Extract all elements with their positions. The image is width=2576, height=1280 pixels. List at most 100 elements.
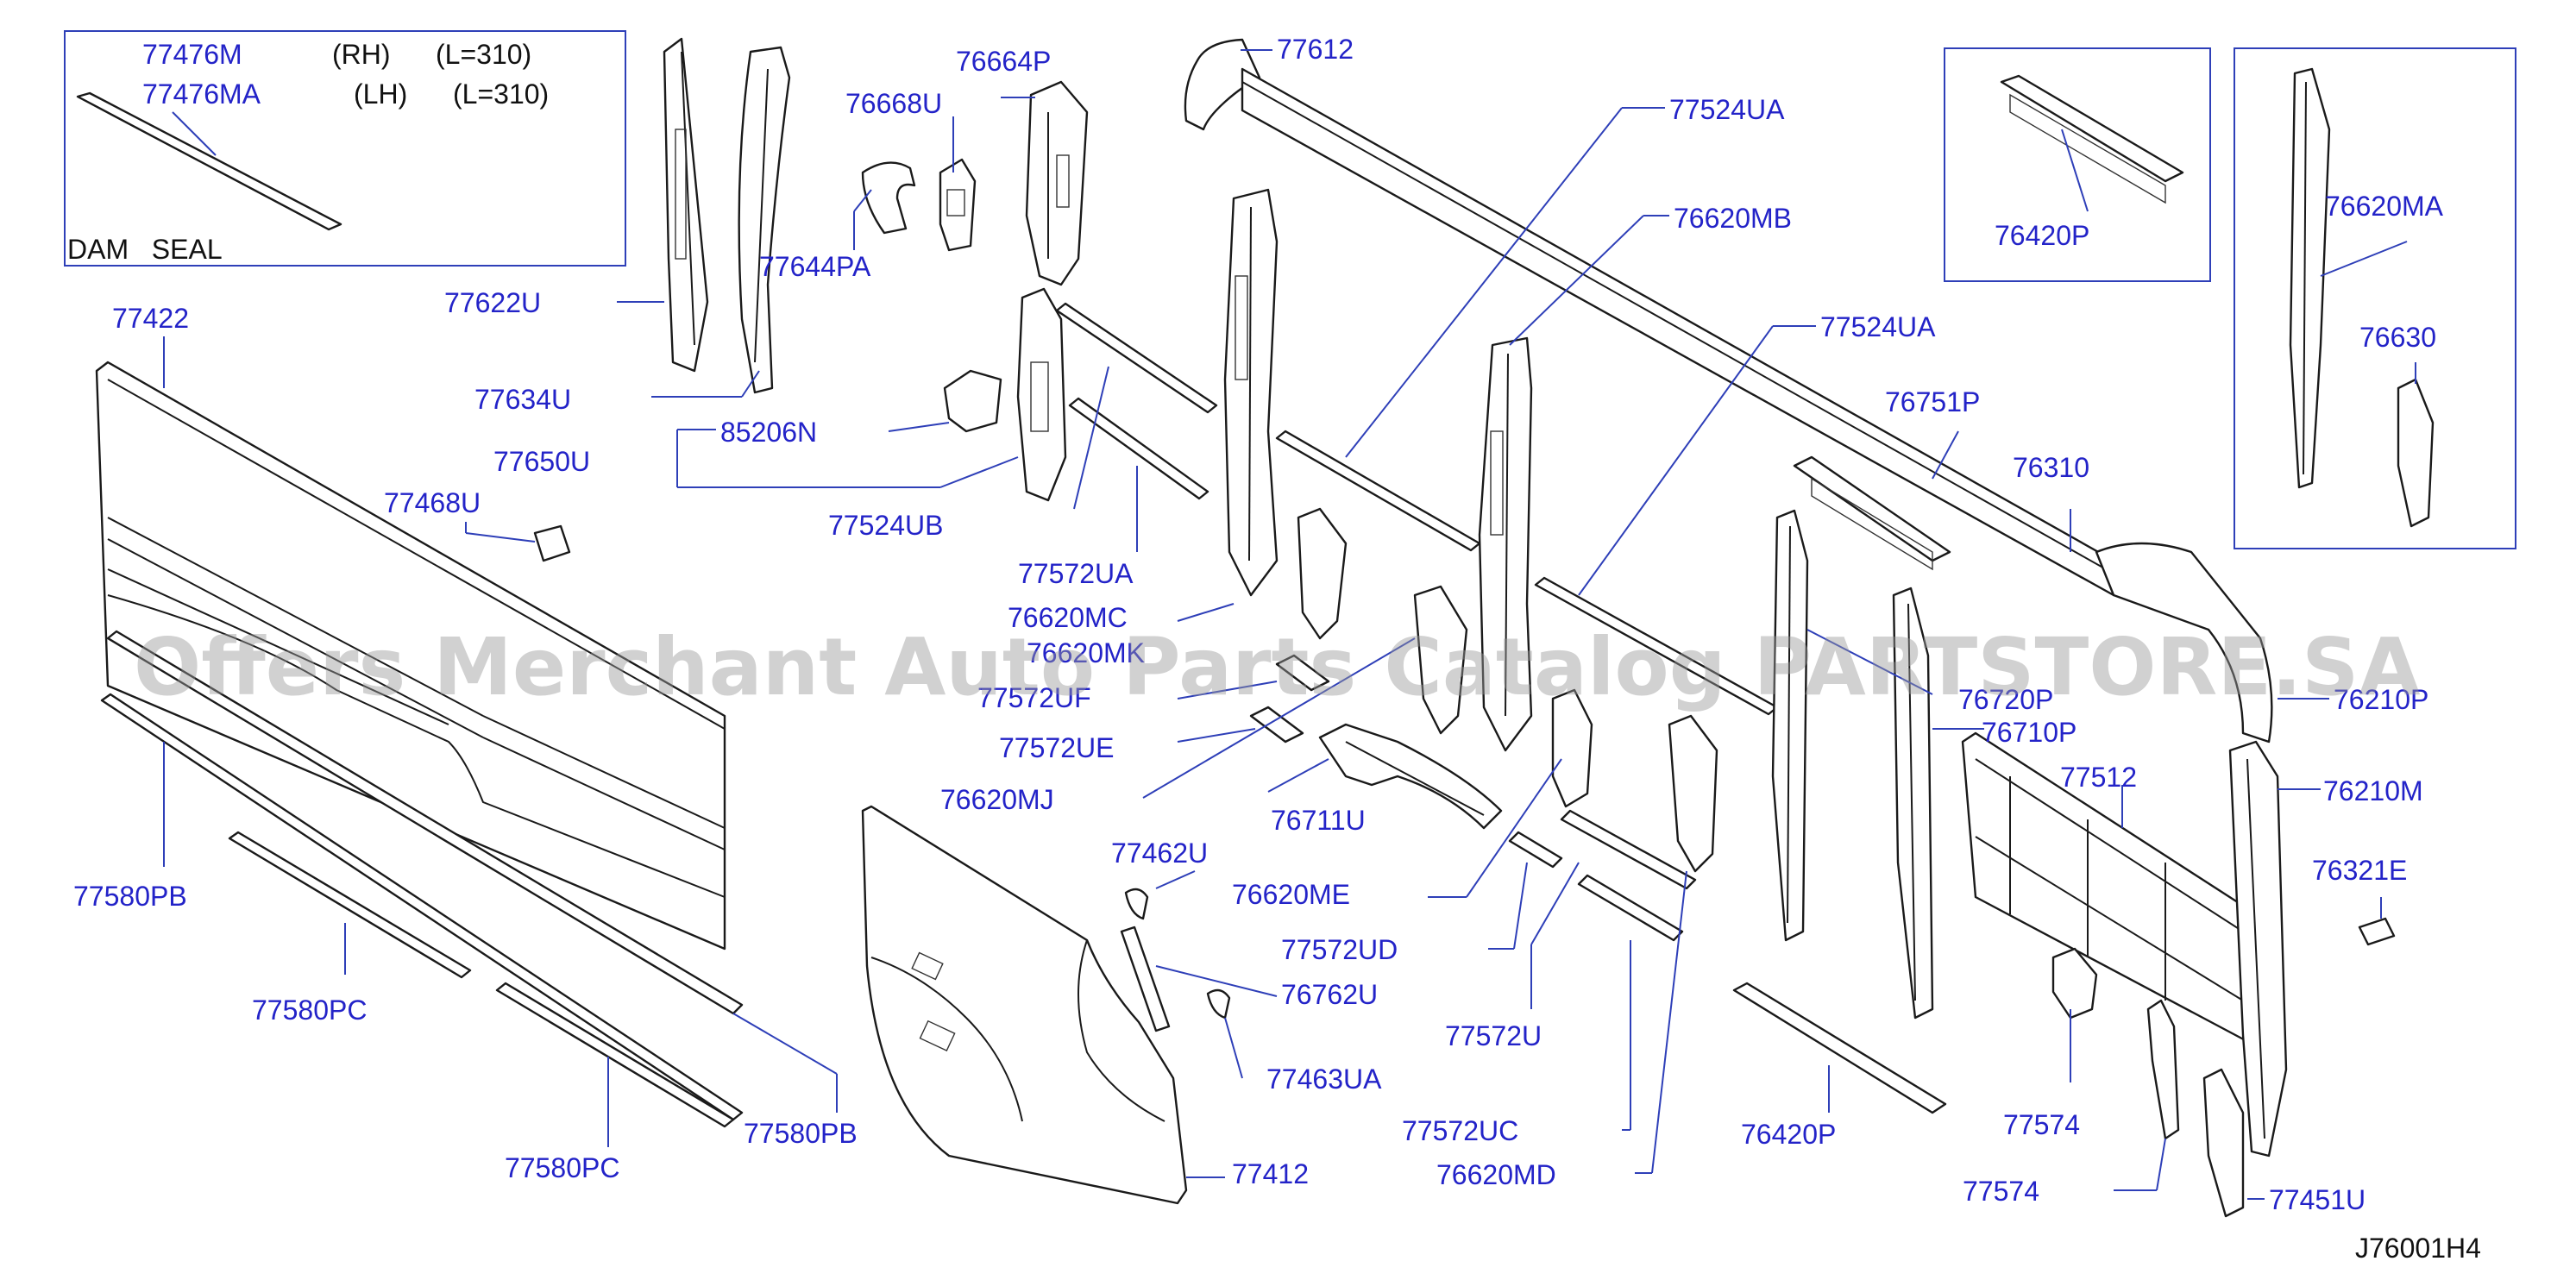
dam-seal-row2-side: (LH)	[354, 78, 407, 110]
label-77580PB-left: 77580PB	[73, 881, 187, 912]
dam-seal-caption: DAM SEAL	[67, 234, 223, 265]
bracket-77468U	[533, 524, 571, 562]
reinforcement-77572UC	[1577, 874, 1684, 942]
bracket-77574-a	[2051, 947, 2098, 1020]
label-76620MA: 76620MA	[2325, 191, 2444, 222]
molding-77580PB-lower	[100, 693, 744, 1121]
bracket-76620MJ	[1413, 585, 1468, 735]
label-77572UA: 77572UA	[1018, 558, 1134, 589]
cap-77463UA	[1206, 988, 1231, 1020]
label-77580PC-bottom: 77580PC	[505, 1152, 619, 1183]
label-77574-b: 77574	[1963, 1176, 2039, 1207]
label-77650U: 77650U	[493, 446, 590, 477]
bracket-85206N	[943, 369, 1002, 433]
pillar-77634U	[738, 46, 791, 394]
label-77462U: 77462U	[1111, 838, 1208, 869]
label-76620ME: 76620ME	[1232, 879, 1350, 910]
wheelhouse-76711U	[1318, 723, 1503, 830]
reinforcement-77572UD	[1508, 831, 1563, 869]
bracket-77572UF	[1275, 654, 1330, 692]
label-76420P-bottom: 76420P	[1741, 1119, 1836, 1150]
inset-part-76630	[2397, 378, 2435, 528]
label-77572UF: 77572UF	[977, 682, 1091, 713]
label-76664P: 76664P	[956, 46, 1051, 77]
label-76620MB: 76620MB	[1674, 203, 1792, 234]
molding-77580PC-b	[495, 982, 735, 1128]
label-77644PA: 77644PA	[759, 251, 871, 282]
label-77622U: 77622U	[444, 287, 541, 318]
bracket-77572UE	[1249, 706, 1304, 744]
label-77451U: 77451U	[2269, 1184, 2366, 1215]
bracket-76620ME	[1551, 688, 1593, 808]
bracket-77644PA	[861, 161, 916, 235]
pillar-76664P	[1025, 80, 1089, 286]
label-76620MJ: 76620MJ	[940, 784, 1054, 815]
label-77463UA: 77463UA	[1266, 1064, 1382, 1095]
pillar-76620MC	[1223, 188, 1279, 597]
cap-77462U	[1124, 888, 1149, 920]
label-77580PB-right: 77580PB	[744, 1118, 858, 1149]
inset-box-76420P	[1944, 47, 2211, 282]
label-76310: 76310	[2013, 452, 2089, 483]
dam-seal-strip	[76, 91, 342, 231]
clip-76321E	[2358, 917, 2396, 946]
label-76720P: 76720P	[1958, 684, 2053, 715]
roof-side-rail	[1184, 38, 2273, 744]
label-76620MC: 76620MC	[1008, 602, 1128, 633]
strip-76762U	[1120, 925, 1171, 1032]
label-77524UB: 77524UB	[828, 510, 943, 541]
label-77574-a: 77574	[2003, 1109, 2080, 1140]
label-77468U: 77468U	[384, 487, 481, 518]
dam-seal-row1-part: 77476M	[142, 39, 242, 70]
label-76751P: 76751P	[1885, 386, 1980, 417]
label-77572UD: 77572UD	[1281, 934, 1398, 965]
dam-seal-row1-length: (L=310)	[436, 39, 531, 70]
label-76630: 76630	[2359, 322, 2436, 353]
label-77572UC: 77572UC	[1402, 1115, 1518, 1146]
bracket-76620MK	[1297, 507, 1348, 640]
reinforcement-76420P	[1732, 982, 1947, 1114]
inset-box-76620MA	[2234, 47, 2516, 549]
bracket-76668U	[939, 158, 977, 252]
label-77612: 77612	[1277, 34, 1354, 65]
label-77412: 77412	[1232, 1158, 1309, 1189]
label-76210P: 76210P	[2334, 684, 2428, 715]
reinforcement-77572U	[1560, 809, 1697, 890]
outer-side-panel-rear	[861, 805, 1188, 1205]
outer-side-panel-front	[95, 361, 726, 951]
label-77572UE: 77572UE	[999, 732, 1114, 763]
inset-part-76420P	[2000, 74, 2184, 204]
pillar-76620MB	[1478, 336, 1533, 752]
inset-part-76620MA	[2289, 67, 2331, 489]
bracket-77451U	[2202, 1068, 2245, 1218]
molding-77580PC-a	[228, 831, 472, 979]
label-76210M: 76210M	[2323, 775, 2423, 806]
label-76620MK: 76620MK	[1027, 637, 1145, 668]
diagram-code: J76001H4	[2355, 1233, 2481, 1264]
bracket-77574-b	[2146, 999, 2180, 1140]
label-85206N: 85206N	[720, 417, 817, 448]
leader-lines	[163, 49, 2416, 1200]
label-77524UA-mid: 77524UA	[1820, 311, 1936, 342]
molding-77580PB-upper	[106, 630, 744, 1015]
label-77422: 77422	[112, 303, 189, 334]
label-76711U: 76711U	[1271, 805, 1366, 836]
dam-seal-row2-part: 77476MA	[142, 78, 261, 110]
pillar-76720P	[1771, 509, 1809, 942]
watermark: Offers Merchant Auto Parts Catalog PARTS…	[134, 621, 2421, 713]
pillar-76210M	[2228, 740, 2288, 1158]
pillar-76710P	[1892, 587, 1934, 1020]
bracket-76620MD	[1668, 714, 1718, 873]
dam-seal-row2-length: (L=310)	[453, 78, 549, 110]
label-77512: 77512	[2060, 762, 2137, 793]
label-76420P-inset: 76420P	[1995, 220, 2089, 251]
dam-seal-row1-side: (RH)	[332, 39, 391, 70]
label-77524UA-top: 77524UA	[1669, 94, 1785, 125]
label-77580PC-left: 77580PC	[252, 995, 367, 1026]
pillar-77622U	[663, 37, 709, 373]
label-76620MD: 76620MD	[1436, 1159, 1556, 1190]
label-77634U: 77634U	[474, 384, 571, 415]
label-76710P: 76710P	[1982, 717, 2077, 748]
bracket-76751P	[1793, 455, 1951, 571]
